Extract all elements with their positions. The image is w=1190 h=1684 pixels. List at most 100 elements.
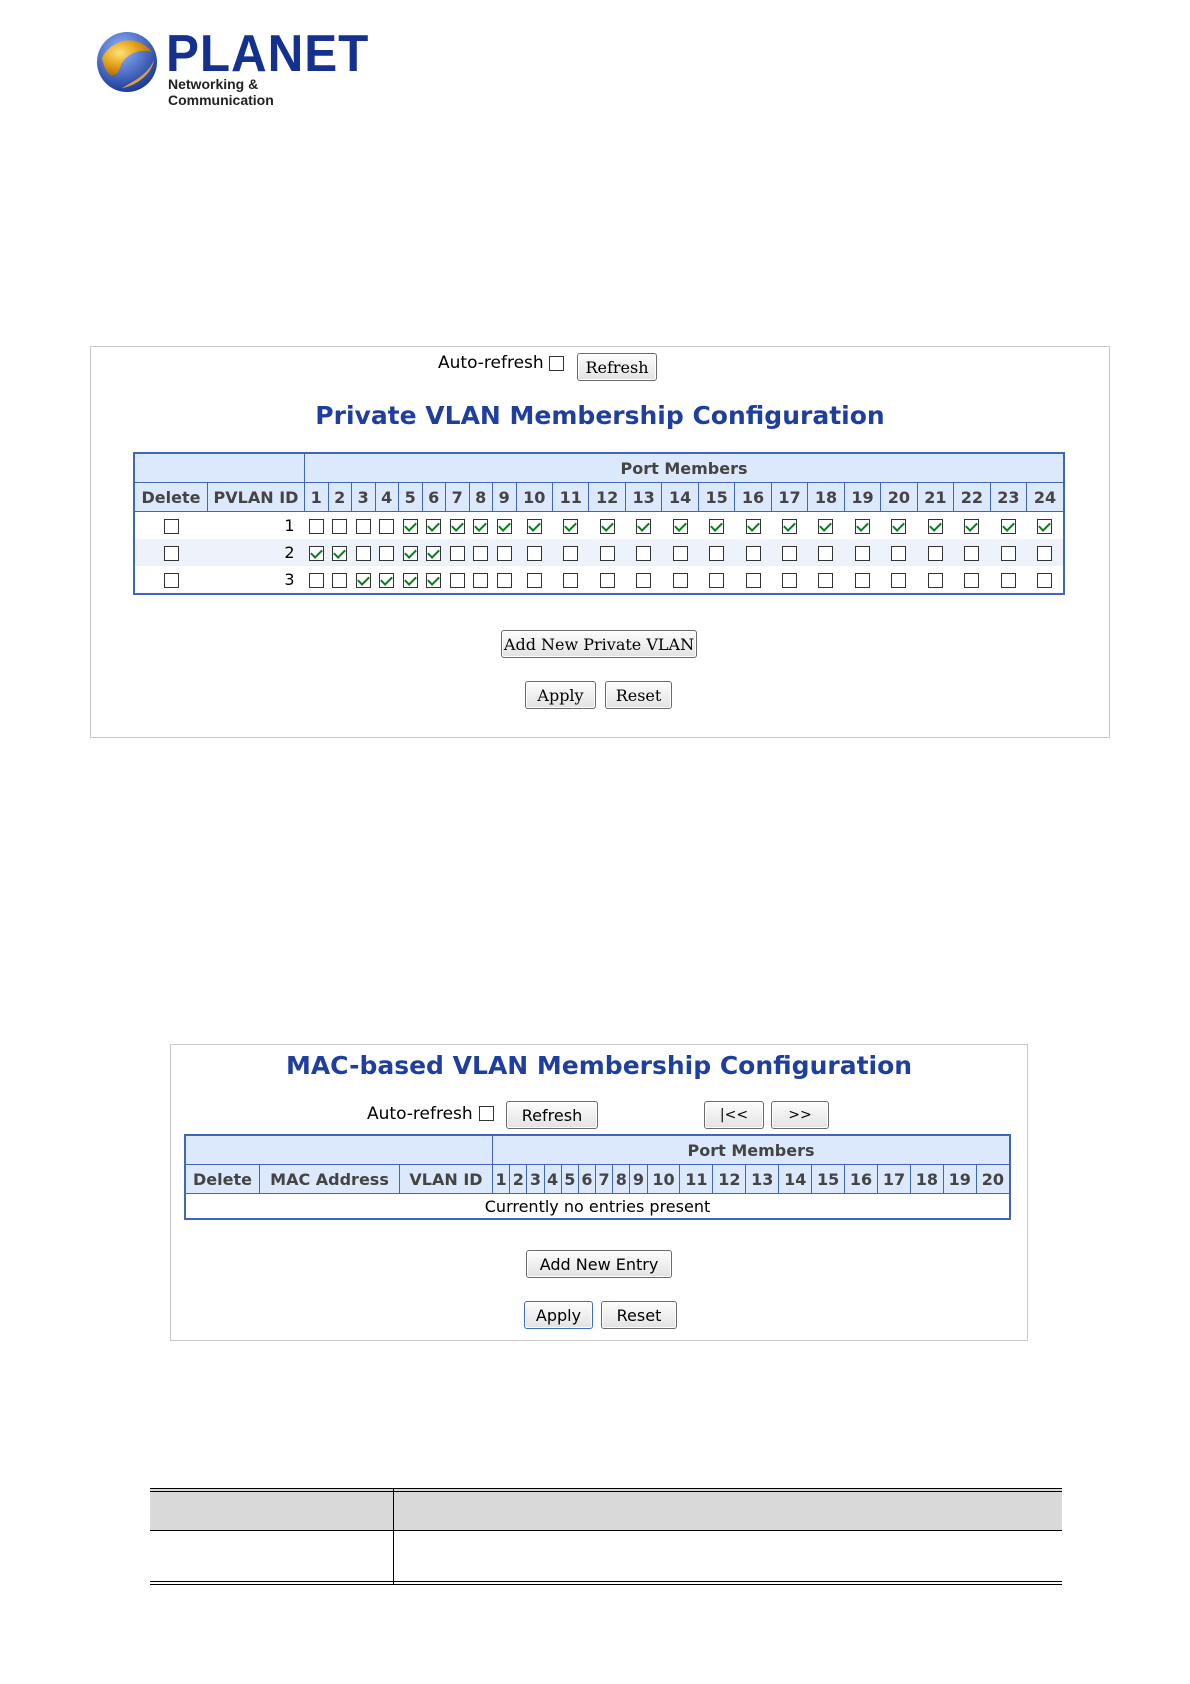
port-member-checkbox[interactable]	[854, 519, 870, 534]
port-member-cell	[516, 539, 553, 566]
port-member-checkbox[interactable]	[709, 573, 725, 588]
port-member-checkbox[interactable]	[496, 573, 512, 588]
port-member-checkbox[interactable]	[473, 519, 489, 534]
port-member-checkbox[interactable]	[332, 573, 348, 588]
port-member-checkbox[interactable]	[526, 546, 542, 561]
port-member-checkbox[interactable]	[379, 546, 395, 561]
table-row: 3	[134, 566, 1064, 594]
port-member-checkbox[interactable]	[1037, 519, 1053, 534]
port-member-cell	[698, 566, 734, 594]
mac-reset-button[interactable]: Reset	[601, 1301, 677, 1329]
reset-button[interactable]: Reset	[605, 681, 672, 709]
auto-refresh-checkbox[interactable]	[549, 356, 564, 371]
port-member-checkbox[interactable]	[672, 573, 688, 588]
port-member-checkbox[interactable]	[449, 573, 465, 588]
port-member-checkbox[interactable]	[927, 546, 943, 561]
port-member-checkbox[interactable]	[636, 519, 652, 534]
port-member-checkbox[interactable]	[473, 573, 489, 588]
port-member-checkbox[interactable]	[1000, 573, 1016, 588]
port-member-checkbox[interactable]	[308, 519, 324, 534]
port-member-checkbox[interactable]	[818, 573, 834, 588]
mac-apply-button[interactable]: Apply	[524, 1301, 593, 1329]
port-member-checkbox[interactable]	[599, 519, 615, 534]
port-member-checkbox[interactable]	[426, 546, 442, 561]
port-member-checkbox[interactable]	[672, 546, 688, 561]
port-member-checkbox[interactable]	[891, 519, 907, 534]
port-member-checkbox[interactable]	[473, 546, 489, 561]
port-member-checkbox[interactable]	[854, 573, 870, 588]
port-member-checkbox[interactable]	[854, 546, 870, 561]
port-member-cell	[446, 566, 470, 594]
port-member-checkbox[interactable]	[782, 546, 798, 561]
port-member-checkbox[interactable]	[709, 519, 725, 534]
port-member-checkbox[interactable]	[426, 573, 442, 588]
port-header-2: 2	[327, 482, 352, 512]
port-member-checkbox[interactable]	[449, 546, 465, 561]
mac-port-header-11: 11	[679, 1164, 714, 1194]
mac-refresh-button[interactable]: Refresh	[506, 1101, 598, 1129]
port-member-checkbox[interactable]	[927, 519, 943, 534]
port-member-checkbox[interactable]	[964, 573, 980, 588]
port-member-checkbox[interactable]	[745, 519, 761, 534]
apply-button[interactable]: Apply	[525, 681, 596, 709]
port-member-checkbox[interactable]	[599, 573, 615, 588]
port-member-checkbox[interactable]	[308, 573, 324, 588]
next-page-button[interactable]: >>	[771, 1101, 829, 1129]
port-member-checkbox[interactable]	[891, 546, 907, 561]
port-member-checkbox[interactable]	[355, 546, 371, 561]
refresh-button[interactable]: Refresh	[577, 353, 657, 381]
port-member-checkbox[interactable]	[355, 519, 371, 534]
port-member-checkbox[interactable]	[379, 519, 395, 534]
port-member-checkbox[interactable]	[709, 546, 725, 561]
port-member-checkbox[interactable]	[355, 573, 371, 588]
mac-port-header-14: 14	[778, 1164, 813, 1194]
port-member-checkbox[interactable]	[332, 519, 348, 534]
port-member-checkbox[interactable]	[496, 519, 512, 534]
port-member-checkbox[interactable]	[1037, 546, 1053, 561]
port-member-checkbox[interactable]	[308, 546, 324, 561]
port-member-cell	[445, 539, 469, 566]
port-member-checkbox[interactable]	[563, 546, 579, 561]
port-member-checkbox[interactable]	[496, 546, 512, 561]
port-member-checkbox[interactable]	[402, 573, 418, 588]
port-member-checkbox[interactable]	[636, 546, 652, 561]
add-new-private-vlan-button[interactable]: Add New Private VLAN	[501, 630, 697, 658]
port-member-checkbox[interactable]	[379, 573, 395, 588]
port-member-checkbox[interactable]	[891, 573, 907, 588]
port-member-checkbox[interactable]	[332, 546, 348, 561]
port-member-checkbox[interactable]	[1037, 573, 1053, 588]
port-member-checkbox[interactable]	[1000, 519, 1016, 534]
port-member-checkbox[interactable]	[964, 546, 980, 561]
table-row: 1	[134, 512, 1064, 540]
delete-checkbox[interactable]	[163, 519, 179, 534]
mac-auto-refresh-checkbox[interactable]	[479, 1106, 494, 1121]
port-member-checkbox[interactable]	[636, 573, 652, 588]
port-member-checkbox[interactable]	[818, 519, 834, 534]
port-member-checkbox[interactable]	[563, 573, 579, 588]
port-member-checkbox[interactable]	[745, 573, 761, 588]
add-new-entry-button[interactable]: Add New Entry	[526, 1250, 672, 1278]
port-member-checkbox[interactable]	[745, 546, 761, 561]
port-member-checkbox[interactable]	[402, 519, 418, 534]
port-member-checkbox[interactable]	[782, 573, 798, 588]
port-member-checkbox[interactable]	[1000, 546, 1016, 561]
delete-checkbox[interactable]	[163, 546, 179, 561]
first-page-button[interactable]: |<<	[704, 1101, 764, 1129]
port-member-checkbox[interactable]	[449, 519, 465, 534]
port-member-checkbox[interactable]	[402, 546, 418, 561]
port-member-checkbox[interactable]	[599, 546, 615, 561]
port-member-checkbox[interactable]	[526, 573, 542, 588]
delete-checkbox[interactable]	[163, 573, 179, 588]
port-member-checkbox[interactable]	[563, 519, 579, 534]
port-member-cell	[990, 539, 1027, 566]
port-member-cell	[375, 566, 399, 594]
port-member-checkbox[interactable]	[426, 519, 442, 534]
port-member-checkbox[interactable]	[964, 519, 980, 534]
port-member-cell	[589, 566, 625, 594]
port-member-checkbox[interactable]	[927, 573, 943, 588]
port-member-checkbox[interactable]	[782, 519, 798, 534]
port-member-checkbox[interactable]	[526, 519, 542, 534]
port-member-cell	[990, 566, 1026, 594]
port-member-checkbox[interactable]	[672, 519, 688, 534]
port-member-checkbox[interactable]	[818, 546, 834, 561]
